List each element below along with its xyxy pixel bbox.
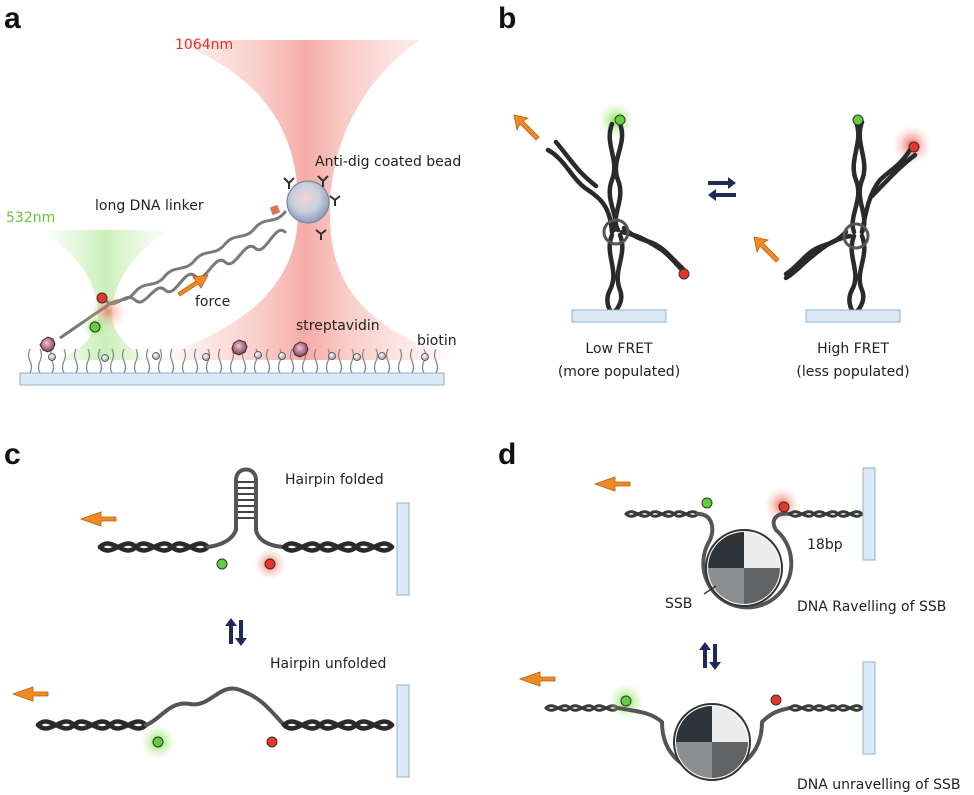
hairpin-unfolded-label: Hairpin unfolded xyxy=(270,656,386,672)
donor-dye-d-top xyxy=(701,497,713,509)
donor-dye-c-bottom xyxy=(152,736,164,748)
panel-d-letter: d xyxy=(498,438,516,471)
streptavidin-icons xyxy=(39,336,309,358)
low-fret-subcaption: (more populated) xyxy=(558,364,680,380)
panel-c: c Hairpin folded Hairpin unfolded xyxy=(4,438,410,778)
donor-dye-b-left xyxy=(614,114,626,126)
hairpin-folded-construct xyxy=(79,467,410,596)
ssb-pointer-line xyxy=(703,585,717,595)
acceptor-dye-d-bottom xyxy=(770,694,782,706)
surface-d-bottom xyxy=(862,661,876,755)
hairpin-folded-label: Hairpin folded xyxy=(285,472,384,488)
donor-dye-b-right xyxy=(852,114,864,126)
panel-a-letter: a xyxy=(4,2,21,35)
holliday-junction-high-fret xyxy=(753,114,932,323)
panel-a: a 1064nm 532nm Anti-dig coated bead long… xyxy=(4,2,461,386)
acceptor-dye-c-top xyxy=(264,558,276,570)
biotin-icons xyxy=(48,351,429,362)
acceptor-dye-b-left xyxy=(678,268,690,280)
high-fret-subcaption: (less populated) xyxy=(796,364,909,380)
surface-a xyxy=(19,372,445,386)
hairpin-unfolded-construct xyxy=(11,684,410,778)
panel-d: d 18bp SSB DNA Ravelling of SSB xyxy=(498,438,960,793)
biotin-label: biotin xyxy=(417,333,457,349)
pull-arrow-d-bottom xyxy=(518,671,556,687)
pull-arrow-c-top xyxy=(79,511,117,527)
ssb-label: SSB xyxy=(665,596,692,612)
panel-b-letter: b xyxy=(498,2,516,35)
donor-dye-d-bottom xyxy=(620,695,632,707)
force-arrow-a xyxy=(177,274,209,297)
anti-dig-bead xyxy=(286,180,330,224)
donor-dye-a xyxy=(89,321,101,333)
bp-label: 18bp xyxy=(807,537,843,553)
linker-label: long DNA linker xyxy=(95,198,204,214)
equilibrium-arrow-b xyxy=(708,177,736,201)
antibody-icons xyxy=(283,175,341,240)
surface-b-right xyxy=(805,309,901,323)
acceptor-dye-b-right xyxy=(908,141,920,153)
hairpin-stem-pairs xyxy=(238,481,254,519)
equilibrium-arrow-c xyxy=(225,618,247,646)
bead-label: Anti-dig coated bead xyxy=(315,154,461,170)
green-wavelength-label: 532nm xyxy=(6,210,55,226)
streptavidin-label: streptavidin xyxy=(296,318,380,334)
ssb-raveled-construct xyxy=(593,467,876,610)
unravelling-label: DNA unravelling of SSB xyxy=(797,777,960,793)
panel-c-letter: c xyxy=(4,438,21,471)
high-fret-caption: High FRET xyxy=(817,341,889,357)
pull-arrow-b-left xyxy=(513,114,540,141)
pull-arrow-d-top xyxy=(593,476,631,492)
surface-c-bottom xyxy=(396,684,410,778)
pull-arrow-c-bottom xyxy=(11,686,49,702)
surface-b-left xyxy=(571,309,667,323)
ssb-unraveled-construct xyxy=(518,661,876,781)
ravelling-label: DNA Ravelling of SSB xyxy=(797,599,946,615)
donor-dye-c-top xyxy=(216,558,228,570)
surface-c-top xyxy=(396,502,410,596)
panel-b: b xyxy=(498,2,932,380)
surface-d-top xyxy=(862,467,876,561)
equilibrium-arrow-d xyxy=(699,642,721,670)
acceptor-dye-d-top xyxy=(778,501,790,513)
pull-arrow-b-right xyxy=(753,236,780,263)
force-label: force xyxy=(195,294,230,310)
dig-tag xyxy=(269,204,281,216)
acceptor-dye-a xyxy=(96,292,108,304)
acceptor-dye-c-bottom xyxy=(266,736,278,748)
low-fret-caption: Low FRET xyxy=(585,341,653,357)
ir-wavelength-label: 1064nm xyxy=(175,37,233,53)
holliday-junction-low-fret xyxy=(513,102,690,323)
